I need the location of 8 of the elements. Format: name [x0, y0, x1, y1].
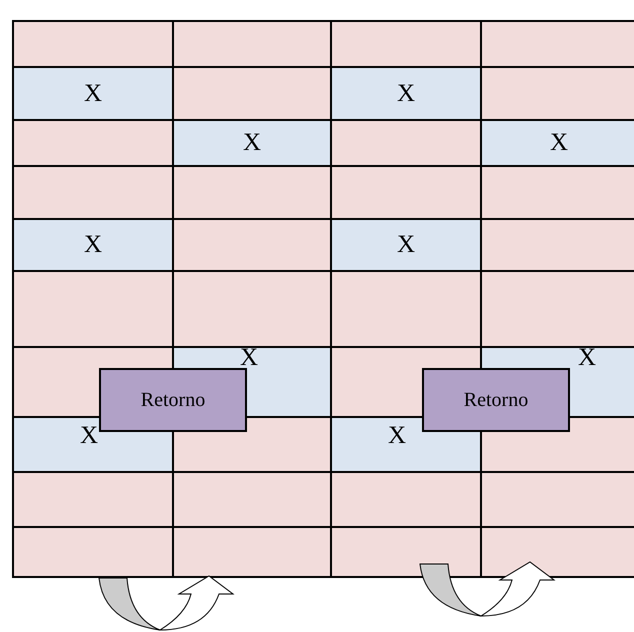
table-cell: X [330, 66, 480, 119]
table-cell: X [330, 218, 480, 270]
label-box: Retorno [422, 368, 570, 432]
label-box: Retorno [99, 368, 247, 432]
table-cell: X [172, 119, 330, 165]
table-cell: X [12, 66, 172, 119]
table-cell: X [12, 218, 172, 270]
table-cell: X [480, 119, 634, 165]
